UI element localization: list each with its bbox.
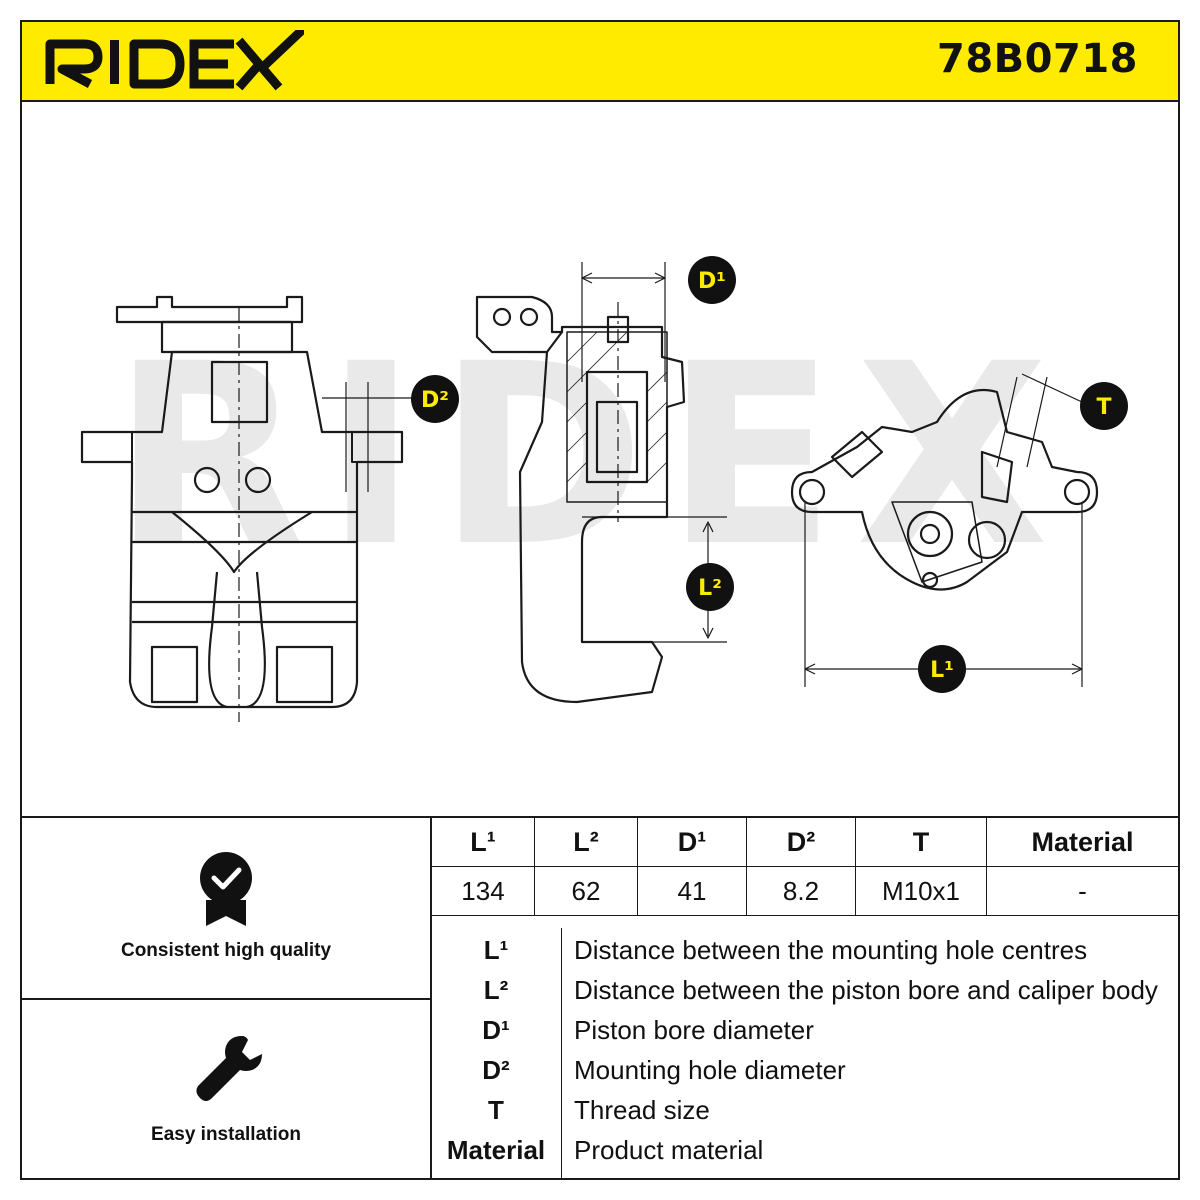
legend-desc: Distance between the piston bore and cal… [574,975,1158,1005]
legend-row: D² Mounting hole diameter [432,1050,1178,1090]
specification-area: L¹ L² D¹ D² T Material 134 62 41 8.2 M10… [432,816,1178,1180]
legend-key: T [488,1095,504,1125]
product-sheet: 78B0718 RIDEX [20,20,1180,1180]
legend-key: L¹ [483,935,509,965]
feature-installation: Easy installation [22,1000,430,1178]
spec-value: 41 [637,866,747,916]
spec-header: L² [534,818,638,867]
legend-row: L¹ Distance between the mounting hole ce… [432,930,1178,970]
legend: L¹ Distance between the mounting hole ce… [432,918,1178,1180]
callout-d2: D² [411,375,459,423]
ridex-watermark: RIDEX [112,310,1069,601]
legend-key: D² [482,1055,510,1085]
callout-l1: L¹ [918,645,966,693]
spec-header-row: L¹ L² D¹ D² T Material [432,818,1178,867]
spec-value: 134 [432,866,535,916]
caliper-front-view [80,295,412,722]
legend-desc: Distance between the mounting hole centr… [574,935,1088,965]
wrench-icon [196,1036,262,1101]
legend-key: Material [446,1135,546,1165]
callout-t: T [1080,382,1128,430]
spec-value: - [986,866,1178,916]
svg-text:T: T [1096,395,1111,420]
legend-row: D¹ Piston bore diameter [432,1010,1178,1050]
spec-header: D¹ [637,818,747,867]
legend-desc: Thread size [574,1095,710,1125]
spec-value: 62 [534,866,638,916]
feature-quality: Consistent high quality [22,818,430,1000]
legend-row: L² Distance between the piston bore and … [432,970,1178,1010]
spec-value: M10x1 [855,866,987,916]
spec-table: L¹ L² D¹ D² T Material 134 62 41 8.2 M10… [432,818,1178,916]
callout-l2: L² [686,563,734,611]
spec-header: D² [746,818,856,867]
feature-label: Easy installation [151,1124,301,1145]
legend-divider [561,928,562,1180]
header-bar: 78B0718 [22,22,1178,102]
legend-key: D¹ [482,1015,510,1045]
callout-d1: D¹ [688,256,736,304]
ridex-logo [45,30,304,91]
features-panel: Consistent high quality Easy installatio… [22,816,432,1178]
feature-label: Consistent high quality [120,940,332,961]
legend-key: L² [483,975,509,1005]
quality-badge-icon [200,852,252,926]
legend-row: Material Product material [432,1130,1178,1170]
legend-row: T Thread size [432,1090,1178,1130]
caliper-technical-drawing: RIDEX [80,256,1128,722]
spec-header: Material [986,818,1178,867]
spec-value-row: 134 62 41 8.2 M10x1 - [432,866,1178,916]
legend-desc: Piston bore diameter [574,1015,814,1045]
spec-header: T [855,818,987,867]
svg-text:D²: D² [421,388,449,413]
legend-desc: Product material [574,1135,764,1165]
svg-text:L²: L² [698,576,722,601]
svg-text:L¹: L¹ [930,658,954,683]
svg-text:D¹: D¹ [698,269,726,294]
spec-header: L¹ [432,818,535,867]
part-number: 78B0718 [937,36,1138,82]
legend-desc: Mounting hole diameter [574,1055,846,1085]
caliper-section-view [475,262,727,704]
spec-value: 8.2 [746,866,856,916]
